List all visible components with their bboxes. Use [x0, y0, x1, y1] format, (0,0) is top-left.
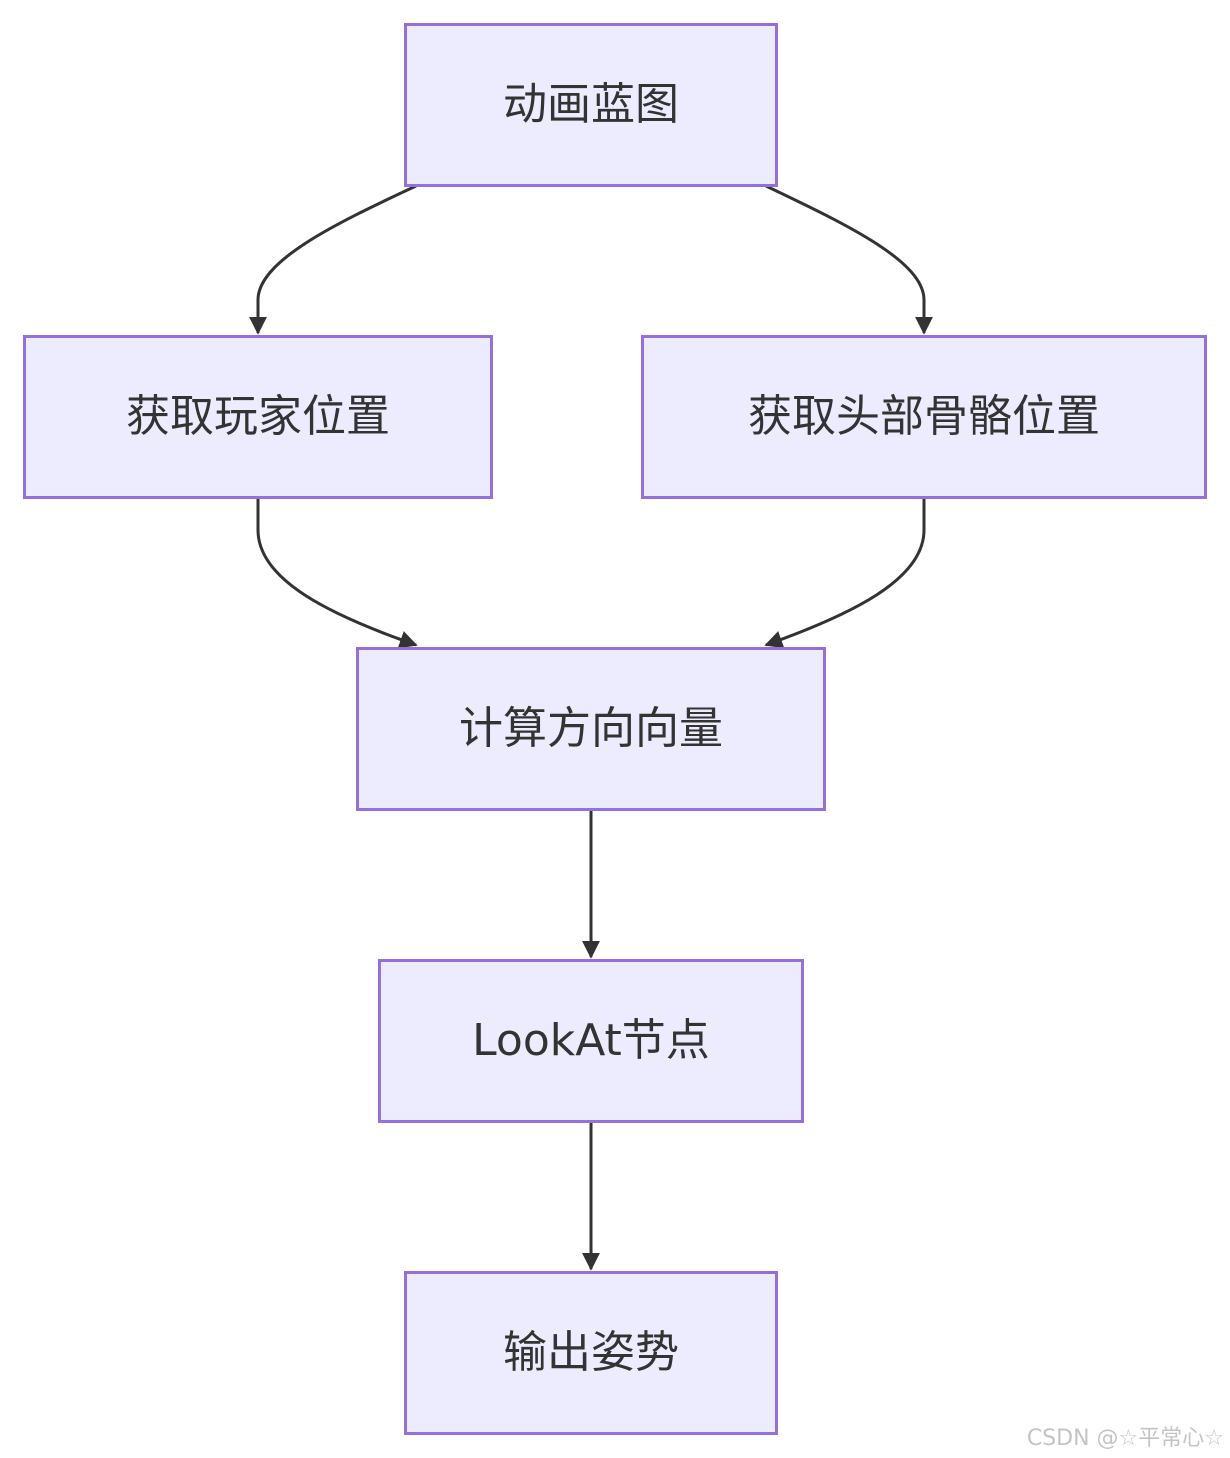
node-compute-direction-vector-label: 计算方向向量 — [459, 703, 723, 754]
node-anim-blueprint-label: 动画蓝图 — [503, 79, 679, 130]
watermark: CSDN @☆平常心☆ — [1026, 1426, 1224, 1451]
edge-anim-to-head — [765, 184, 933, 335]
node-output-pose: 输出姿势 — [404, 1271, 778, 1435]
node-lookat-label: LookAt节点 — [472, 1015, 710, 1066]
edge-player-to-dir — [256, 499, 418, 649]
edge-head-to-dir — [764, 499, 926, 649]
node-get-player-position-label: 获取玩家位置 — [126, 391, 390, 442]
node-lookat: LookAt节点 — [378, 959, 804, 1123]
edge-anim-to-player — [249, 184, 417, 335]
node-compute-direction-vector: 计算方向向量 — [356, 647, 826, 811]
node-get-head-bone-position-label: 获取头部骨骼位置 — [748, 391, 1100, 442]
node-get-head-bone-position: 获取头部骨骼位置 — [641, 335, 1207, 499]
node-anim-blueprint: 动画蓝图 — [404, 23, 778, 187]
node-output-pose-label: 输出姿势 — [503, 1327, 679, 1378]
node-get-player-position: 获取玩家位置 — [23, 335, 493, 499]
